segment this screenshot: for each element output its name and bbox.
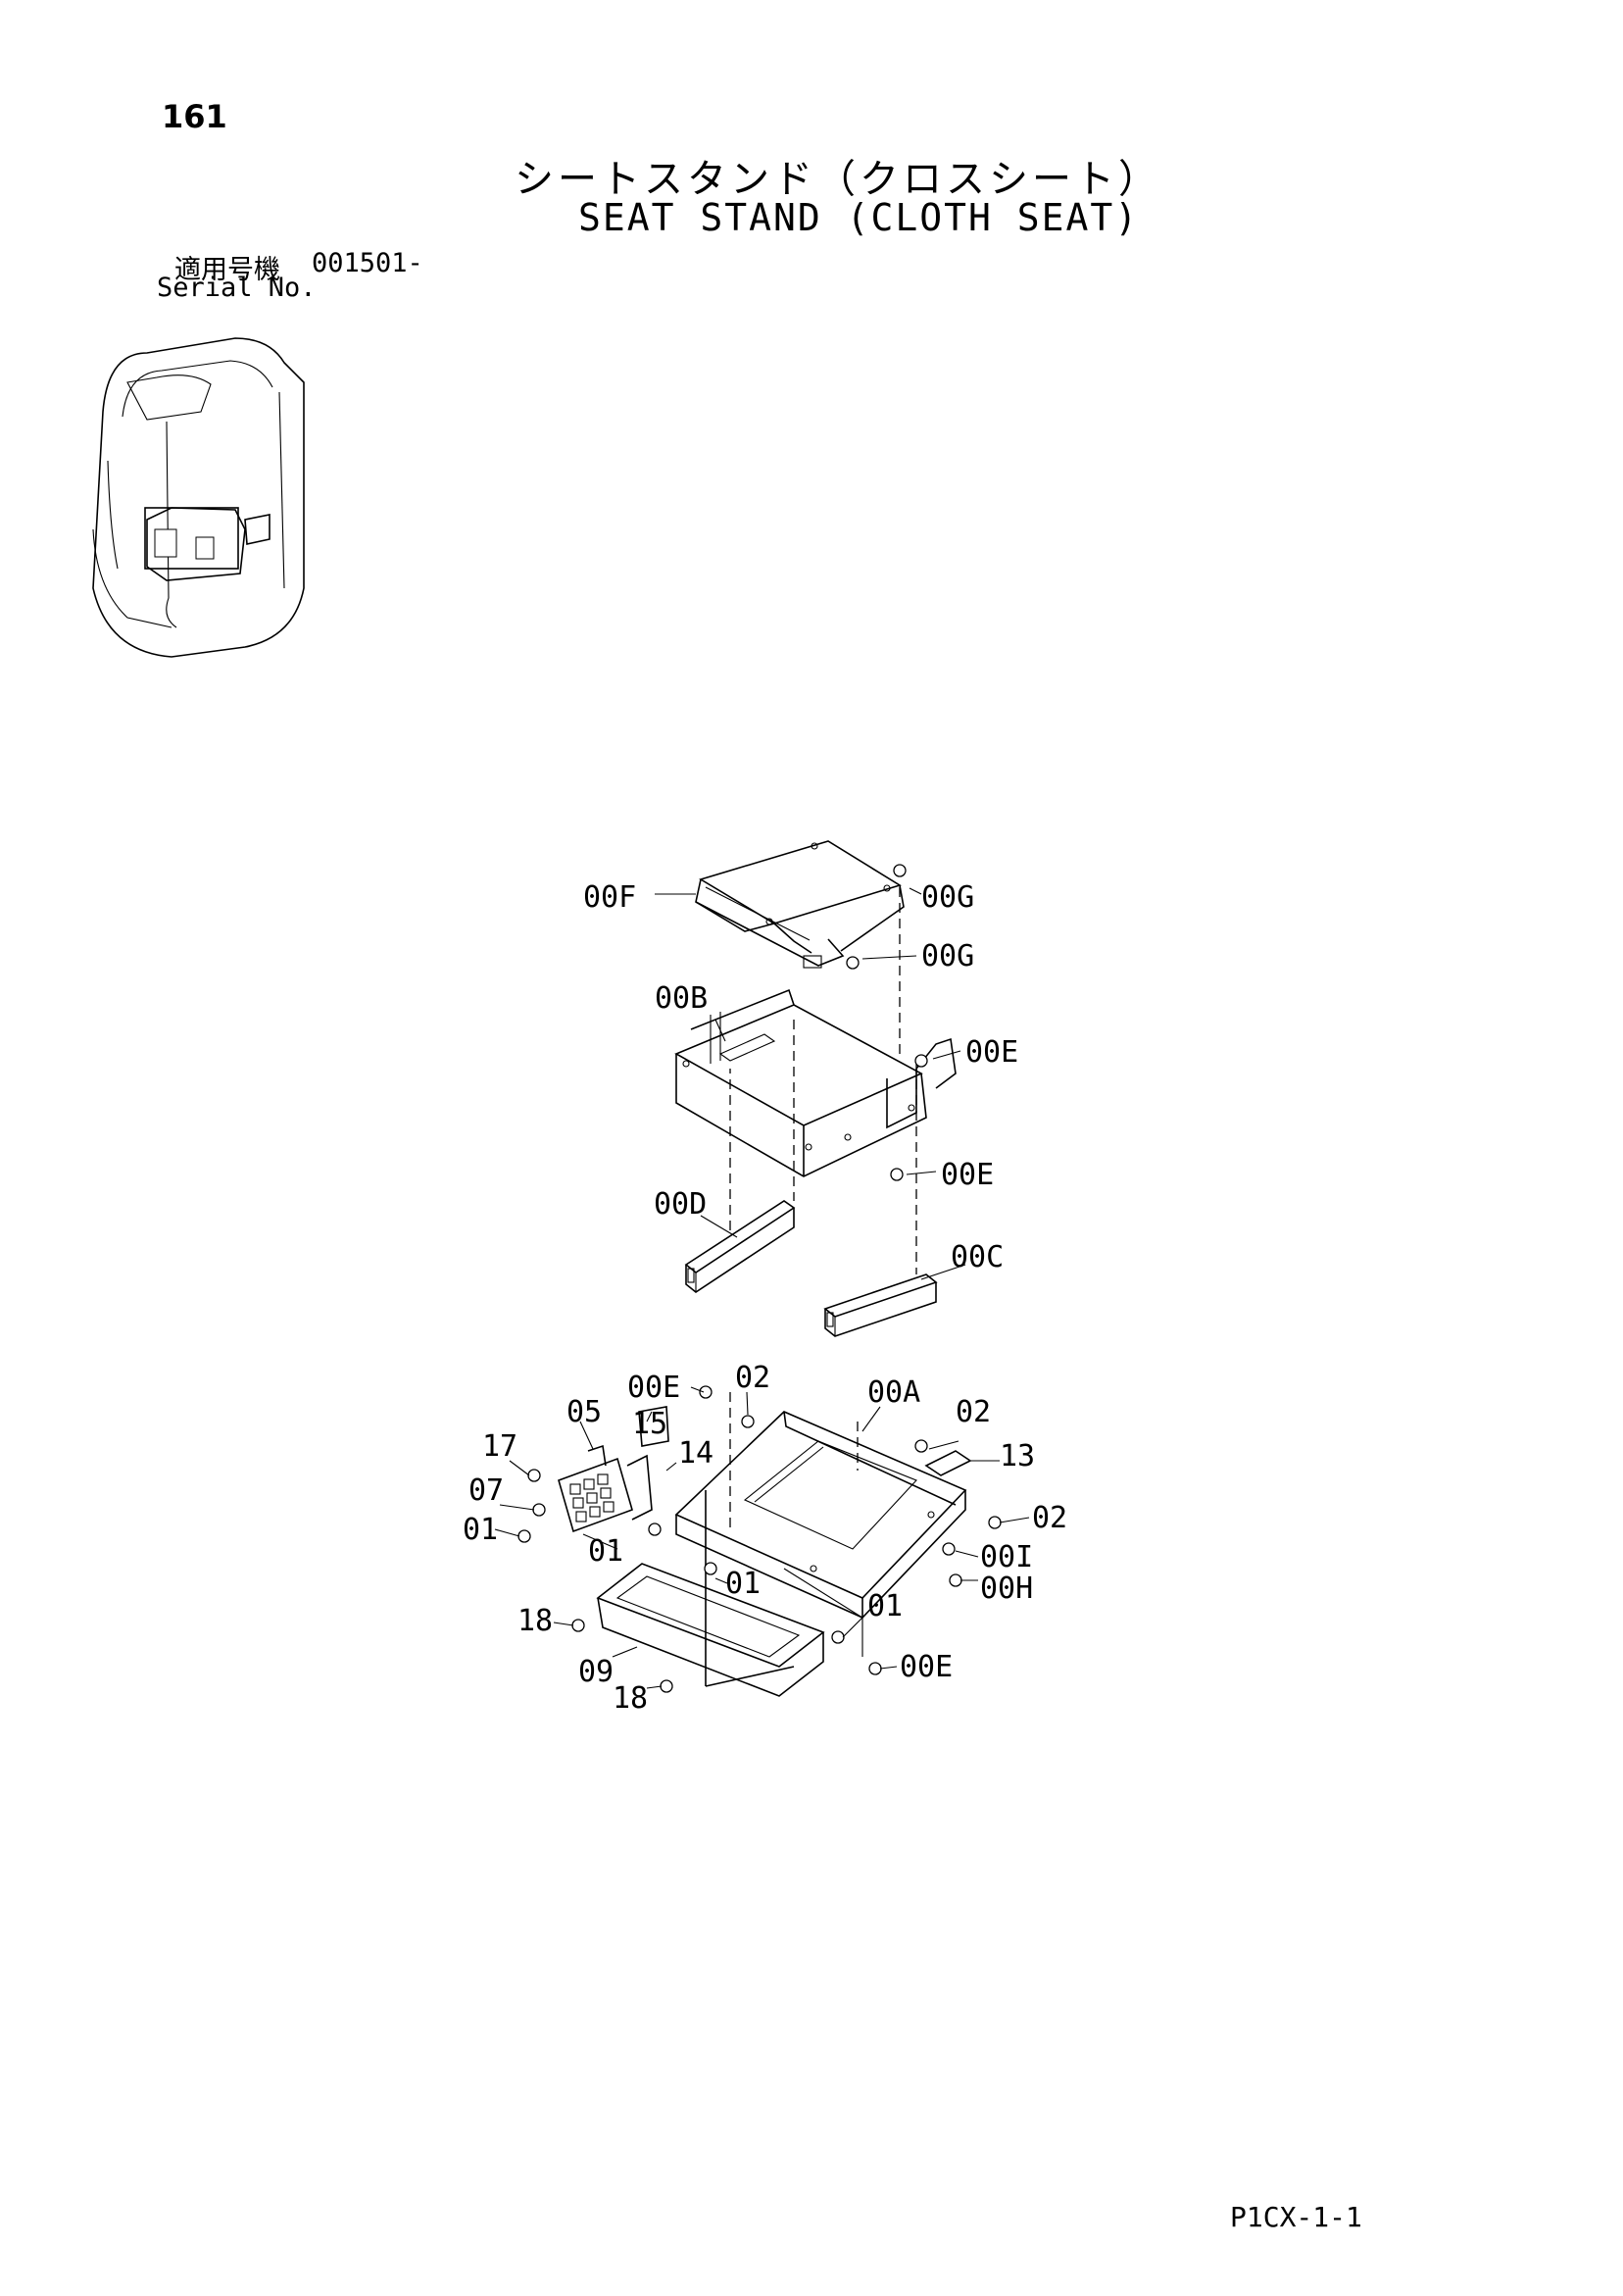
leader-lines: [494, 887, 1030, 1689]
callout-00E: 00E: [900, 1650, 953, 1684]
callout-00D: 00D: [654, 1187, 707, 1222]
callout-00E: 00E: [627, 1371, 680, 1405]
callout-00G: 00G: [921, 939, 974, 973]
part-09-tray: [596, 1490, 825, 1697]
callout-17: 17: [482, 1429, 517, 1464]
callout-05: 05: [566, 1395, 602, 1429]
callout-14: 14: [678, 1436, 713, 1471]
serial-label-japanese: 適用号機: [174, 255, 280, 285]
page-title-japanese: シートスタンド（クロスシート）: [515, 157, 1161, 202]
callout-13: 13: [1000, 1439, 1035, 1473]
callout-00I: 00I: [980, 1540, 1033, 1574]
cab-location-thumbnail: [92, 337, 305, 658]
part-05-control-panel: [558, 1406, 669, 1533]
callout-00E: 00E: [965, 1035, 1018, 1070]
callout-01: 01: [867, 1589, 903, 1623]
serial-label-english: Serial No.: [157, 273, 317, 303]
callout-00G: 00G: [921, 880, 974, 915]
callout-01: 01: [588, 1534, 623, 1569]
part-00F-bracket: [695, 840, 905, 969]
page-title-english: SEAT STAND (CLOTH SEAT): [578, 196, 1140, 239]
callout-01: 01: [725, 1567, 761, 1601]
callout-02: 02: [956, 1395, 991, 1429]
callout-09: 09: [578, 1655, 614, 1689]
serial-number-value: 001501-: [312, 248, 423, 278]
callout-00H: 00H: [980, 1572, 1033, 1606]
callout-02: 02: [1032, 1501, 1067, 1535]
page-number: 161: [162, 98, 227, 135]
page-footer-code: P1CX-1-1: [1230, 2201, 1362, 2233]
callout-18: 18: [517, 1604, 553, 1638]
part-00D-rail: [684, 1200, 796, 1293]
callout-15: 15: [632, 1407, 667, 1441]
part-00C-rail: [823, 1273, 938, 1337]
part-00B-frame: [674, 988, 957, 1177]
callout-01: 01: [463, 1513, 498, 1547]
callout-18: 18: [613, 1681, 648, 1716]
callout-02: 02: [735, 1361, 770, 1395]
callout-00F: 00F: [583, 880, 636, 915]
callout-00C: 00C: [951, 1240, 1004, 1274]
part-13-pad: [924, 1450, 972, 1476]
bolt-markers: [517, 864, 1002, 1693]
callout-00B: 00B: [655, 981, 708, 1016]
callout-labels: 00F 00G 00G 00B 00E 00E 00D 00C 00E 02 0…: [463, 880, 1067, 1716]
callout-00E: 00E: [941, 1158, 994, 1192]
callout-07: 07: [468, 1473, 504, 1508]
callout-00A: 00A: [867, 1375, 920, 1410]
seat-stand-highlight: [144, 507, 270, 581]
